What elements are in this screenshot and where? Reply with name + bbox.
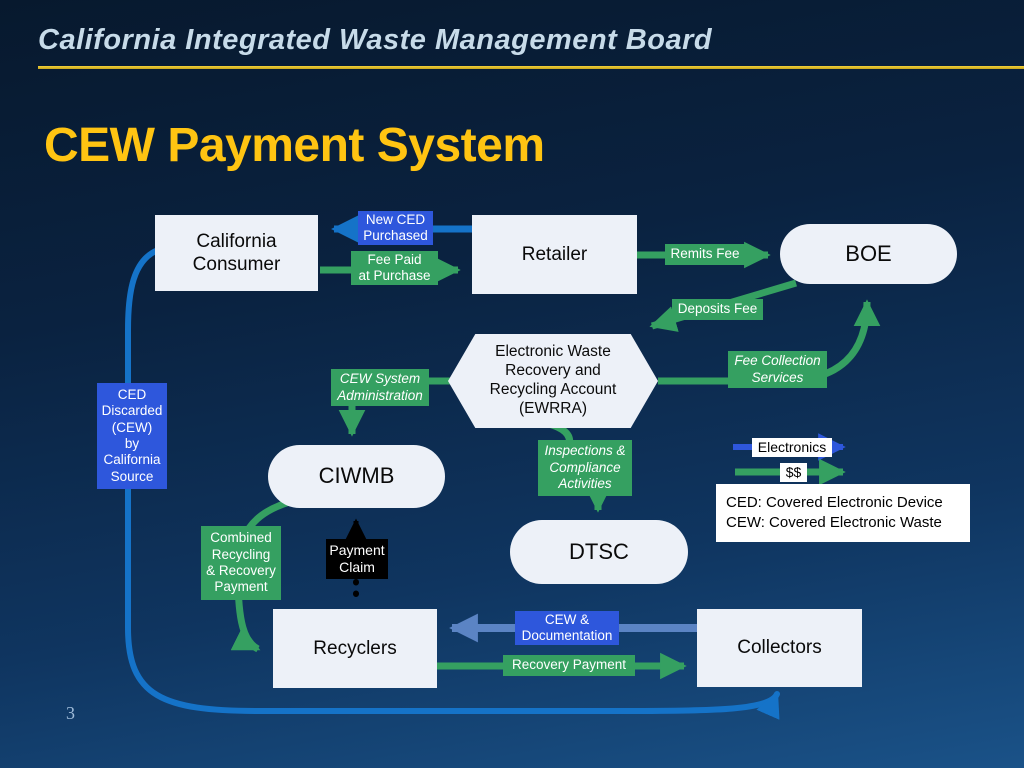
node-california-consumer: California Consumer	[155, 215, 318, 291]
legend-money-label: $$	[780, 463, 807, 482]
legend-definitions-box: CED: Covered Electronic Device CEW: Cove…	[716, 484, 970, 542]
label-payment-claim: Payment Claim	[326, 539, 388, 579]
label-combined-payment: Combined Recycling & Recovery Payment	[201, 526, 281, 600]
label-new-ced-purchased: New CED Purchased	[358, 211, 433, 245]
node-retailer: Retailer	[472, 215, 637, 294]
label-cew-documentation: CEW & Documentation	[515, 611, 619, 645]
label-cew-system-administration: CEW System Administration	[331, 369, 429, 406]
node-boe: BOE	[780, 224, 957, 284]
label-remits-fee: Remits Fee	[665, 244, 745, 265]
node-dtsc: DTSC	[510, 520, 688, 584]
legend-cew-definition: CEW: Covered Electronic Waste	[726, 514, 942, 532]
page-number: 3	[66, 703, 75, 723]
label-inspections-compliance: Inspections & Compliance Activities	[538, 440, 632, 496]
label-ced-discarded: CED Discarded (CEW) by California Source	[97, 383, 167, 489]
label-recovery-payment: Recovery Payment	[503, 655, 635, 676]
legend-electronics-label: Electronics	[752, 438, 832, 457]
page-title: CEW Payment System	[44, 119, 545, 172]
label-fee-paid-at-purchase: Fee Paid at Purchase	[351, 251, 438, 285]
label-deposits-fee: Deposits Fee	[672, 299, 763, 320]
label-fee-collection-services: Fee Collection Services	[728, 351, 827, 388]
node-ewrra: Electronic Waste Recovery and Recycling …	[448, 334, 658, 428]
arrow-ced-discarded	[125, 247, 780, 720]
node-recyclers: Recyclers	[273, 609, 437, 688]
legend-ced-definition: CED: Covered Electronic Device	[726, 494, 943, 511]
slide-header: California Integrated Waste Management B…	[38, 24, 713, 56]
node-collectors: Collectors	[697, 609, 862, 687]
node-ciwmb: CIWMB	[268, 445, 445, 508]
header-rule	[38, 66, 1024, 69]
